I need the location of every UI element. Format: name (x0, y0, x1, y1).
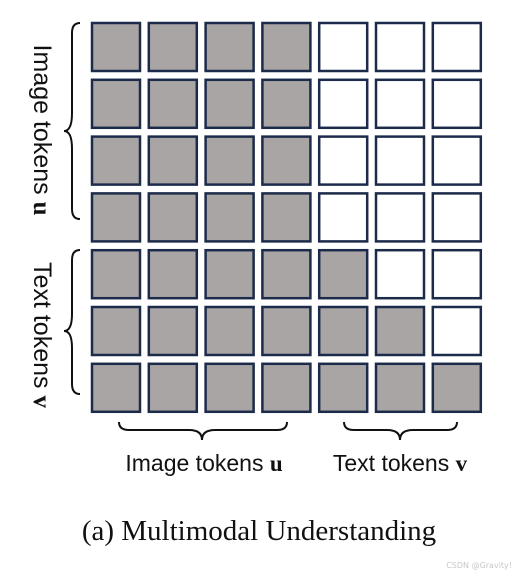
mask-cell-r3-c3-filled (261, 192, 312, 243)
mask-cell-r6-c5-filled (374, 362, 426, 414)
mask-cell-r5-c5-filled (374, 305, 426, 357)
mask-cell-r3-c5-empty (374, 192, 426, 243)
mask-cell-r2-c5-empty (374, 135, 426, 186)
attention-mask-grid (90, 21, 483, 414)
mask-cell-r4-c0-filled (90, 248, 142, 300)
mask-cell-r3-c6-empty (431, 192, 483, 243)
mask-cell-r6-c0-filled (90, 362, 142, 414)
mask-cell-r2-c1-filled (147, 135, 199, 186)
text-tokens-row-label: Text tokens v (28, 262, 56, 408)
mask-cell-r1-c3-filled (261, 78, 312, 130)
mask-cell-r2-c2-filled (204, 135, 255, 186)
mask-cell-r4-c1-filled (147, 248, 199, 300)
mask-cell-r5-c1-filled (147, 305, 199, 357)
mask-cell-r4-c4-filled (317, 248, 369, 300)
mask-cell-r1-c4-empty (317, 78, 369, 130)
mask-cell-r6-c1-filled (147, 362, 199, 414)
mask-cell-r2-c0-filled (90, 135, 142, 186)
mask-cell-r0-c4-empty (317, 21, 369, 73)
mask-cell-r3-c1-filled (147, 192, 199, 243)
mask-cell-r3-c2-filled (204, 192, 255, 243)
mask-cell-r0-c2-filled (204, 21, 255, 73)
mask-cell-r1-c5-empty (374, 78, 426, 130)
mask-cell-r3-c4-empty (317, 192, 369, 243)
mask-cell-r4-c2-filled (204, 248, 255, 300)
mask-cell-r6-c3-filled (261, 362, 312, 414)
image-tokens-col-label: Image tokens u (125, 450, 282, 476)
mask-cell-r3-c0-filled (90, 192, 142, 243)
mask-cell-r1-c1-filled (147, 78, 199, 130)
mask-cell-r5-c2-filled (204, 305, 255, 357)
figure-caption: (a) Multimodal Understanding (81, 515, 437, 547)
mask-cell-r2-c3-filled (261, 135, 312, 186)
mask-cell-r1-c2-filled (204, 78, 255, 130)
mask-cell-r6-c6-filled (431, 362, 483, 414)
mask-cell-r4-c3-filled (261, 248, 312, 300)
mask-cell-r4-c6-empty (431, 248, 483, 300)
mask-cell-r4-c5-empty (374, 248, 426, 300)
mask-cell-r0-c3-filled (261, 21, 312, 73)
mask-cell-r5-c4-filled (317, 305, 369, 357)
mask-cell-r6-c4-filled (317, 362, 369, 414)
mask-cell-r2-c6-empty (431, 135, 483, 186)
mask-cell-r2-c4-empty (317, 135, 369, 186)
mask-cell-r0-c0-filled (90, 21, 142, 73)
mask-cell-r0-c5-empty (374, 21, 426, 73)
mask-cell-r5-c6-empty (431, 305, 483, 357)
mask-cell-r0-c1-filled (147, 21, 199, 73)
mask-cell-r6-c2-filled (204, 362, 255, 414)
mask-cell-r5-c0-filled (90, 305, 142, 357)
image-tokens-row-brace (63, 22, 81, 220)
text-tokens-col-label: Text tokens v (333, 450, 468, 476)
mask-cell-r1-c0-filled (90, 78, 142, 130)
mask-cell-r5-c3-filled (261, 305, 312, 357)
image-tokens-row-label: Image tokens u (28, 45, 56, 216)
mask-cell-r0-c6-empty (431, 21, 483, 73)
watermark: CSDN @Gravity! (446, 561, 512, 570)
image-tokens-col-brace (118, 421, 288, 441)
text-tokens-row-brace (63, 249, 81, 395)
text-tokens-col-brace (343, 421, 458, 441)
mask-cell-r1-c6-empty (431, 78, 483, 130)
